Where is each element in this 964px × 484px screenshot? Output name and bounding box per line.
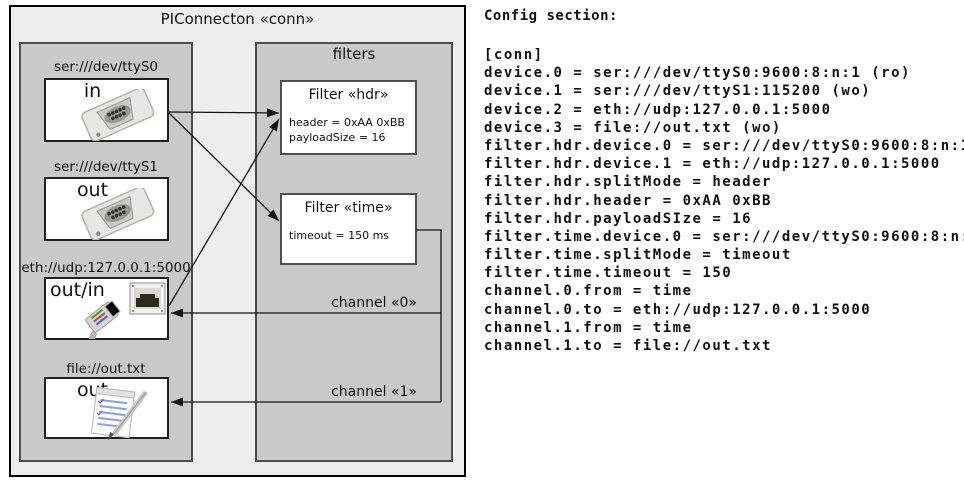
filter-attribute: payloadSize = 16 — [289, 131, 386, 144]
config-line: filter.time.device.0 = ser:///dev/ttyS0:… — [484, 228, 964, 245]
device-url-label-eth: eth://udp:127.0.0.1:5000 — [21, 260, 191, 276]
port-label: in — [83, 80, 102, 102]
config-line: filter.hdr.payloadSIze = 16 — [484, 210, 753, 227]
port-label: out/in — [50, 279, 105, 301]
config-line: channel.1.to = file://out.txt — [484, 338, 772, 354]
config-line: [conn] — [484, 47, 544, 63]
config-line: filter.hdr.header = 0xAA 0xBB — [484, 192, 772, 209]
device-url-label-ttys0: ser:///dev/ttyS0 — [54, 59, 158, 75]
config-line: channel.1.from = time — [484, 319, 693, 336]
config-line: device.0 = ser:///dev/ttyS0:9600:8:n:1 (… — [484, 65, 911, 82]
config-line: device.3 = file://out.txt (wo) — [484, 119, 782, 136]
device-box-eth: out/in — [44, 277, 169, 340]
config-line: filter.hdr.device.1 = eth://udp:127.0.0.… — [484, 156, 941, 173]
device-url-label-ttys1: ser:///dev/ttyS1 — [54, 159, 158, 175]
diagram-title: PIConnecton «conn» — [160, 10, 315, 28]
filters-panel: filters Filter «hdr» header = 0xAA 0xBB … — [255, 42, 453, 462]
filter-title: Filter «time» — [304, 200, 393, 216]
config-line: filter.hdr.splitMode = header — [484, 174, 772, 191]
filter-box-hdr: Filter «hdr» header = 0xAA 0xBB payloadS… — [280, 80, 417, 155]
config-line: channel.0.from = time — [484, 283, 693, 300]
config-heading: Config section: — [484, 8, 618, 24]
filters-panel-title: filters — [332, 45, 376, 63]
devices-panel: ser:///dev/ttyS0 in — [19, 42, 193, 462]
device-box-ttys0: in — [44, 78, 169, 142]
port-label: out — [76, 179, 109, 201]
filter-title: Filter «hdr» — [308, 87, 389, 103]
device-url-label-file: file://out.txt — [66, 361, 146, 377]
config-line: channel.0.to = eth://udp:127.0.0.1:5000 — [484, 301, 872, 318]
config-line: filter.hdr.device.0 = ser:///dev/ttyS0:9… — [484, 137, 964, 154]
config-line: filter.time.splitMode = timeout — [484, 247, 792, 264]
filter-attribute: timeout = 150 ms — [289, 229, 390, 242]
serial-connector-icon — [81, 89, 155, 141]
config-line: device.1 = ser:///dev/ttyS1:115200 (wo) — [484, 83, 872, 100]
channel-1-label: channel «1» — [331, 384, 417, 400]
notepad-icon — [90, 386, 148, 440]
filter-box-time: Filter «time» timeout = 150 ms — [280, 193, 417, 265]
config-line: device.2 = eth://udp:127.0.0.1:5000 — [484, 101, 832, 118]
config-line: filter.time.timeout = 150 — [484, 265, 733, 282]
connector-diagram-frame: PIConnecton «conn» ser:///dev/ttyS0 in — [9, 5, 466, 477]
config-section: Config section: [conn] device.0 = ser:///… — [484, 8, 964, 354]
ethernet-connector-icon — [83, 282, 166, 339]
device-box-ttys1: out — [44, 177, 169, 241]
device-box-file: out — [44, 377, 169, 440]
serial-connector-icon — [81, 188, 155, 240]
config-lines: [conn] device.0 = ser:///dev/ttyS0:9600:8… — [484, 46, 964, 355]
channel-0-label: channel «0» — [331, 295, 417, 311]
filter-attribute: header = 0xAA 0xBB — [289, 116, 405, 129]
